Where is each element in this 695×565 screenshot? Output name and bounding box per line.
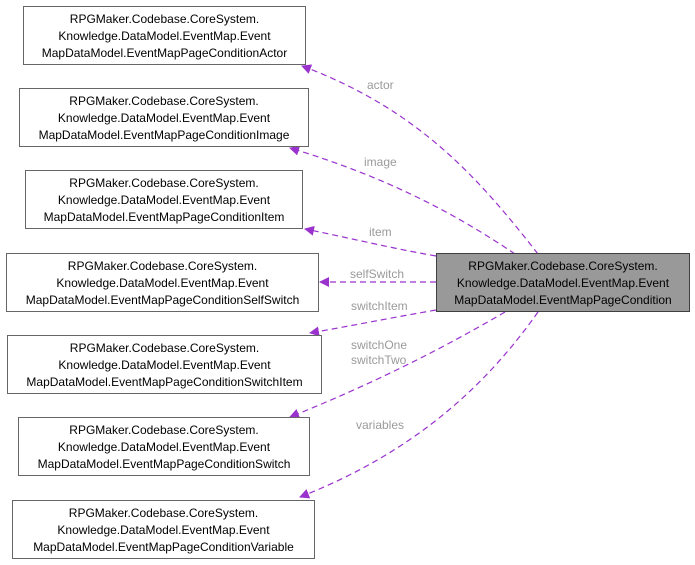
class-name-line: Knowledge.DataModel.EventMap.Event [57,193,271,207]
edge-label-actor: actor [367,78,394,92]
class-name-line: Knowledge.DataModel.EventMap.Event [58,358,271,372]
class-name-line: MapDataModel.EventMapPageConditionItem [43,210,285,224]
class-name-line: RPGMaker.Codebase.CoreSystem. [68,506,259,520]
edge-label-switchone: switchOne [351,338,408,352]
edge-label-switchtwo: switchTwo [351,353,407,367]
edge-variable [299,311,539,499]
class-node-switchitem[interactable]: RPGMaker.Codebase.CoreSystem. Knowledge.… [7,335,322,394]
class-name-line: RPGMaker.Codebase.CoreSystem. [468,259,658,273]
class-node-main[interactable]: RPGMaker.Codebase.CoreSystem. Knowledge.… [436,253,690,312]
class-name-line: RPGMaker.Codebase.CoreSystem. [69,423,259,437]
edge-label-switchitem: switchItem [351,299,408,313]
edge-actor [301,64,539,255]
class-name-line: MapDataModel.EventMapPageConditionSwitch… [26,375,303,389]
edge-label-selfswitch: selfSwitch [350,267,405,281]
class-name-line: RPGMaker.Codebase.CoreSystem. [69,176,259,190]
class-name-line: RPGMaker.Codebase.CoreSystem. [67,259,258,273]
edge-label-variables: variables [356,418,405,432]
class-name-line: Knowledge.DataModel.EventMap.Event [57,440,271,454]
class-name-line: Knowledge.DataModel.EventMap.Event [456,276,670,290]
class-name-line: MapDataModel.EventMapPageCondition [454,293,672,307]
class-node-actor[interactable]: RPGMaker.Codebase.CoreSystem. Knowledge.… [23,6,306,65]
edge-image [289,145,516,255]
class-name-line: MapDataModel.EventMapPageConditionActor [41,46,288,60]
class-name-line: MapDataModel.EventMapPageConditionImage [38,128,290,142]
class-node-selfswitch[interactable]: RPGMaker.Codebase.CoreSystem. Knowledge.… [6,253,319,312]
edge-label-image: image [364,155,397,169]
class-name-line: Knowledge.DataModel.EventMap.Event [56,276,269,290]
class-name-line: RPGMaker.Codebase.CoreSystem. [69,12,260,26]
class-name-line: MapDataModel.EventMapPageConditionVariab… [33,540,294,554]
class-node-image[interactable]: RPGMaker.Codebase.CoreSystem. Knowledge.… [19,88,309,147]
class-name-line: Knowledge.DataModel.EventMap.Event [57,523,270,537]
class-node-item[interactable]: RPGMaker.Codebase.CoreSystem. Knowledge.… [25,170,303,229]
class-name-line: Knowledge.DataModel.EventMap.Event [58,29,271,43]
edge-label-item: item [369,225,392,239]
class-name-line: RPGMaker.Codebase.CoreSystem. [69,94,259,108]
edge-item [304,225,437,257]
class-name-line: Knowledge.DataModel.EventMap.Event [57,111,271,125]
edge-switchitem [309,309,437,337]
class-node-variable[interactable]: RPGMaker.Codebase.CoreSystem. Knowledge.… [12,500,315,559]
edge-switch [289,311,506,419]
class-name-line: MapDataModel.EventMapPageConditionSwitch [37,457,291,471]
class-node-switch[interactable]: RPGMaker.Codebase.CoreSystem. Knowledge.… [18,417,310,476]
class-name-line: RPGMaker.Codebase.CoreSystem. [69,341,260,355]
class-name-line: MapDataModel.EventMapPageConditionSelfSw… [25,293,300,307]
